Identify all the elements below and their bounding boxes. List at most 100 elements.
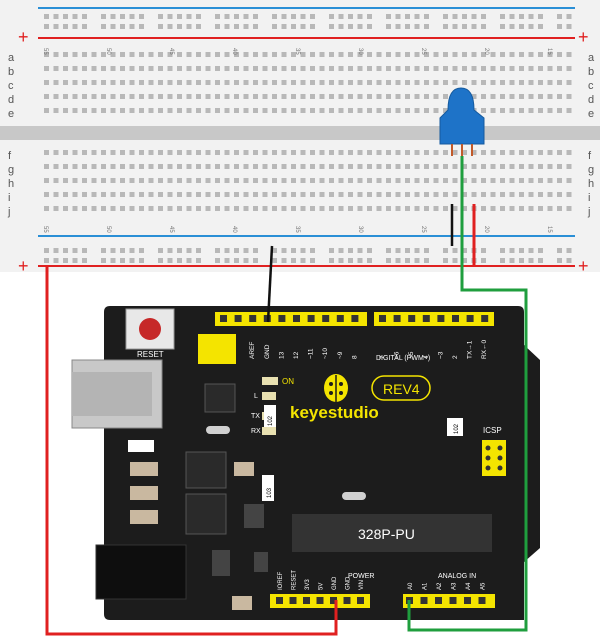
row-letter-right: h [588,178,594,190]
breadboard-hole [82,248,87,253]
breadboard-hole [224,14,230,19]
breadboard-hole [186,66,192,71]
breadboard-hole [386,192,391,197]
breadboard-hole [509,66,515,71]
breadboard-hole [139,94,144,99]
breadboard-hole [566,94,572,99]
component-mark-1: 102 [268,415,274,426]
breadboard-hole [509,80,515,85]
breadboard-hole [433,108,439,113]
breadboard-hole [319,66,325,71]
breadboard-hole [300,192,306,197]
breadboard-hole [177,206,182,211]
breadboard-hole [101,192,106,197]
breadboard-hole [91,94,97,99]
breadboard-hole [167,248,173,253]
breadboard-hole [300,206,306,211]
breadboard-hole [319,94,325,99]
breadboard-hole [148,94,154,99]
breadboard-hole [376,94,382,99]
breadboard-hole [528,248,534,253]
breadboard-hole [272,192,277,197]
breadboard-hole [310,80,315,85]
breadboard-hole [234,52,239,57]
breadboard-hole [547,206,553,211]
breadboard-hole [272,52,277,57]
breadboard-hole [53,94,59,99]
breadboard-hole [120,14,125,19]
breadboard-hole [82,206,87,211]
breadboard-hole [310,108,315,113]
breadboard-hole [433,164,439,169]
breadboard-hole [44,108,49,113]
breadboard-hole [500,66,505,71]
breadboard-hole [367,66,372,71]
breadboard-hole [509,258,515,263]
breadboard-hole [386,206,391,211]
icsp-small-header [198,334,236,364]
breadboard-hole [348,258,353,263]
breadboard-hole [424,192,429,197]
breadboard-hole [528,24,534,29]
power-pin-label: VIN [359,580,365,590]
breadboard-hole [205,150,211,155]
black-wire-board [266,245,274,323]
breadboard-hole [424,164,429,169]
breadboard-hole [557,248,562,253]
rail-plus-bottom-right: + [578,256,589,276]
breadboard-hole [234,150,239,155]
breadboard-hole [414,192,420,197]
column-number-top: 30 [357,48,363,55]
breadboard-hole [443,192,448,197]
analog-pin-label: A4 [466,582,472,590]
breadboard-hole [414,164,420,169]
breadboard-hole [405,258,410,263]
breadboard-hole [338,24,344,29]
breadboard-hole [528,94,534,99]
breadboard-hole [281,150,287,155]
digital-pin-hole [351,315,359,322]
breadboard-hole [452,248,458,253]
breadboard-hole [253,80,258,85]
breadboard-hole [72,206,78,211]
breadboard-hole [405,192,410,197]
breadboard-hole [538,52,543,57]
breadboard-hole [395,24,401,29]
rail-plus-top-left: + [18,27,29,47]
breadboard-hole [443,258,448,263]
breadboard-hole [329,14,334,19]
breadboard-hole [566,52,572,57]
breadboard-hole [110,24,116,29]
breadboard-hole [509,164,515,169]
icsp-label: ICSP [483,426,502,435]
breadboard-hole [433,206,439,211]
breadboard-hole [348,94,353,99]
breadboard-hole [414,80,420,85]
breadboard-hole [481,192,486,197]
breadboard-hole [291,24,296,29]
breadboard-hole [234,164,239,169]
breadboard-hole [490,164,496,169]
breadboard-hole [310,52,315,57]
analog-label: ANALOG IN [438,573,476,580]
breadboard-hole [272,94,277,99]
breadboard-hole [224,258,230,263]
breadboard-hole [253,150,258,155]
rev-label: REV4 [383,381,420,397]
breadboard-hole [462,164,467,169]
breadboard-hole [215,192,220,197]
breadboard-hole [167,66,173,71]
breadboard-hole [471,14,477,19]
breadboard-hole [329,258,334,263]
breadboard-hole [367,80,372,85]
breadboard-hole [338,108,344,113]
breadboard-hole [91,164,97,169]
breadboard-hole [319,192,325,197]
breadboard-hole [329,192,334,197]
breadboard-hole [357,14,363,19]
breadboard-hole [167,206,173,211]
on-led [262,377,278,385]
breadboard-hole [405,52,410,57]
